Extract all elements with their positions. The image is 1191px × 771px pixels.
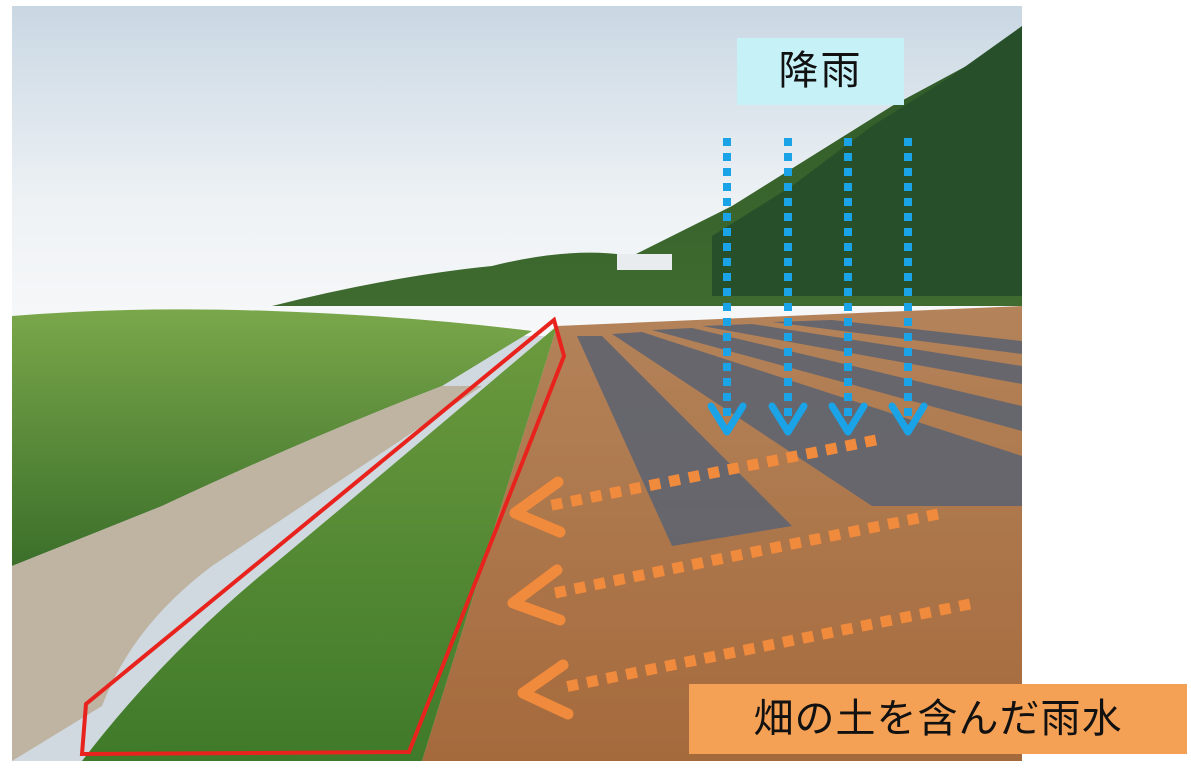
- distant-building: [617, 254, 672, 270]
- field-photo: [12, 6, 1022, 761]
- left-grass-bank: [12, 309, 532, 566]
- field-scene: [12, 6, 1022, 761]
- dirt-path: [12, 386, 482, 761]
- grass-strip: [82, 326, 557, 761]
- grass-strip-outline: [79, 316, 567, 757]
